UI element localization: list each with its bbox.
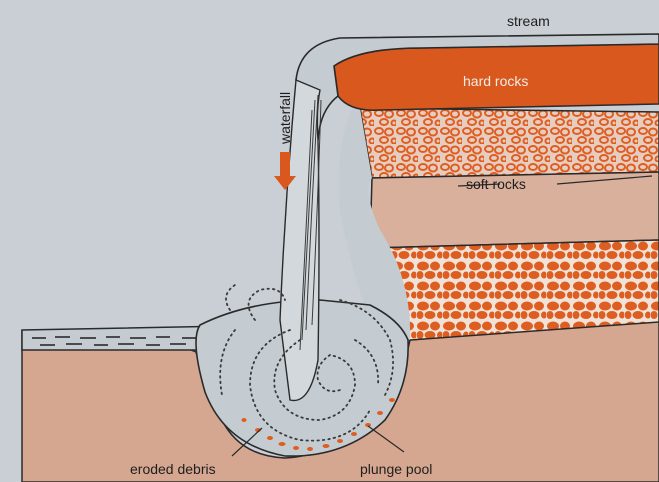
label-eroded-debris: eroded debris	[130, 461, 216, 477]
label-plunge-pool: plunge pool	[360, 461, 432, 477]
lower-pebble-layer	[370, 240, 659, 340]
label-waterfall: waterfall	[277, 92, 293, 145]
label-stream: stream	[507, 13, 550, 29]
label-soft-rocks: soft rocks	[466, 176, 526, 192]
label-hard-rocks: hard rocks	[463, 73, 528, 89]
upper-pebble-layer	[360, 108, 659, 178]
